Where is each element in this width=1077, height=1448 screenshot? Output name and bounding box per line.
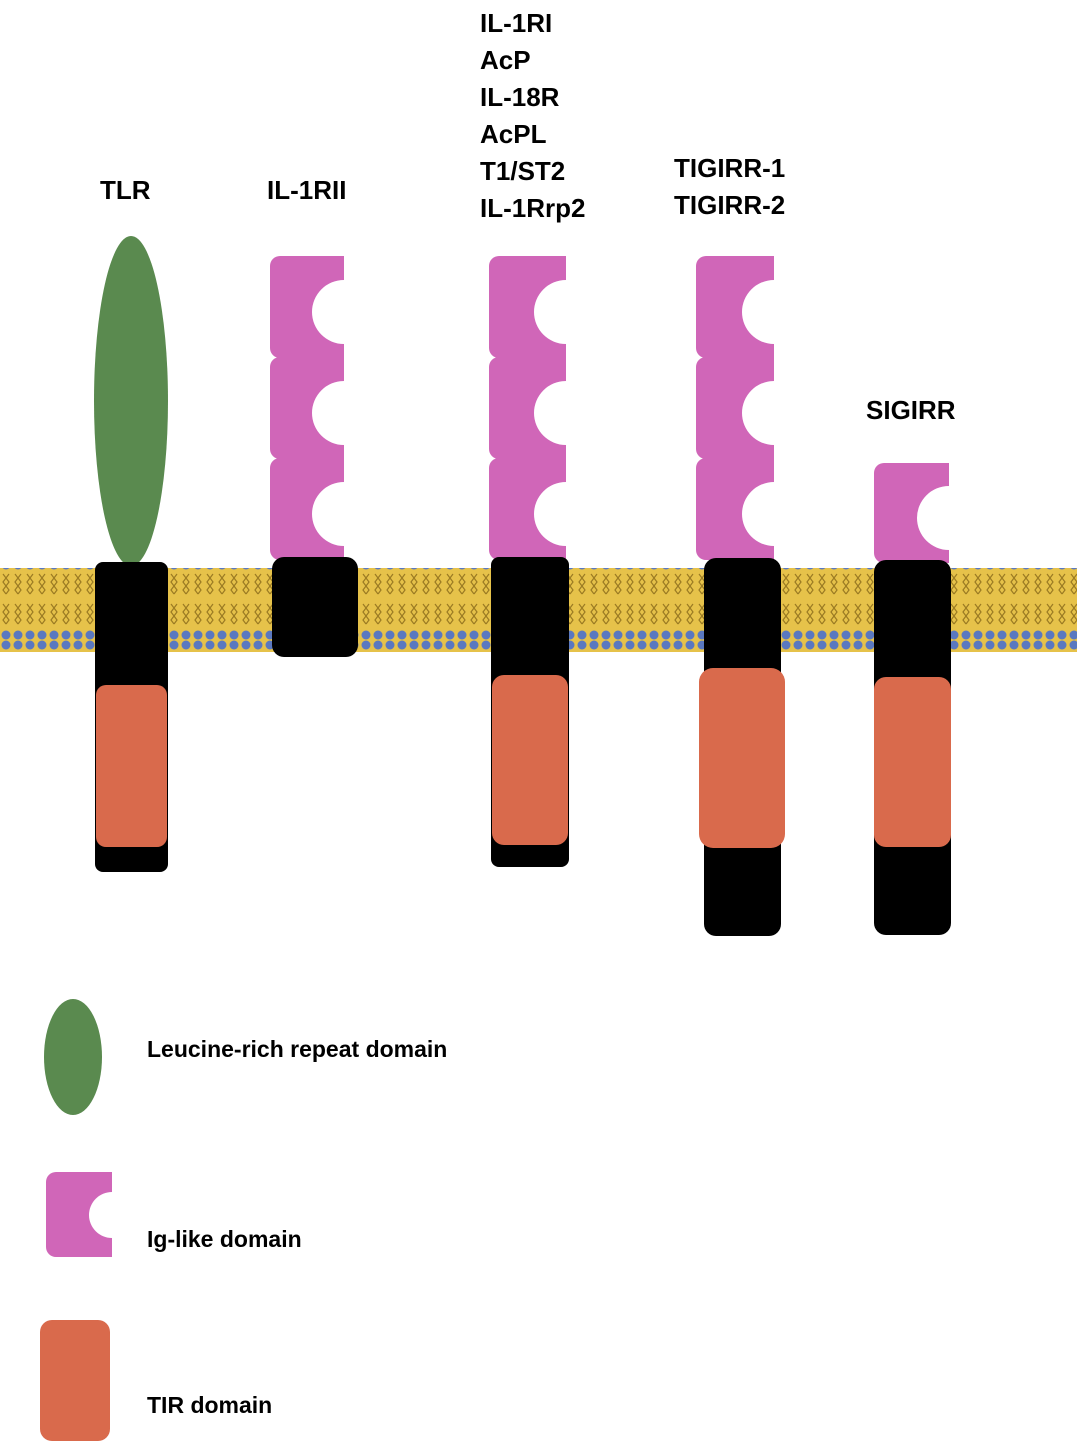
receptor-name: AcP	[480, 42, 585, 79]
ig-like-domain	[489, 256, 566, 358]
receptor-tlr	[94, 236, 168, 872]
ig-like-domain	[696, 357, 774, 459]
receptor-il1ri-group	[489, 256, 569, 867]
ig-like-domain	[696, 256, 774, 358]
receptor-il1rii	[270, 256, 358, 657]
receptor-name: IL-1Rrp2	[480, 190, 585, 227]
label-tlr: TLR	[100, 172, 151, 209]
receptor-name: TIGIRR-1	[674, 150, 785, 187]
tir-domain-icon	[40, 1320, 110, 1441]
receptor-name: TLR	[100, 172, 151, 209]
leucine-rich-repeat-domain	[94, 236, 168, 566]
ig-like-domain	[874, 463, 949, 563]
ig-like-domain	[270, 256, 344, 358]
ig-like-domain	[270, 357, 344, 459]
legend-label-lrr: Leucine-rich repeat domain	[147, 1036, 447, 1063]
receptor-name: T1/ST2	[480, 153, 585, 190]
legend-label-ig: Ig-like domain	[147, 1226, 302, 1253]
receptor-sigirr	[874, 463, 951, 935]
leucine-rich-repeat-icon	[44, 999, 102, 1115]
ig-like-domain	[270, 458, 344, 560]
ig-like-icon	[46, 1172, 112, 1257]
ig-like-domain	[696, 458, 774, 560]
legend-label-tir: TIR domain	[147, 1392, 272, 1419]
receptor-name: AcPL	[480, 116, 585, 153]
label-tigirr: TIGIRR-1 TIGIRR-2	[674, 150, 785, 224]
receptor-name: IL-1RII	[267, 172, 346, 209]
label-sigirr: SIGIRR	[866, 392, 956, 429]
receptor-name: SIGIRR	[866, 392, 956, 429]
label-il1rii: IL-1RII	[267, 172, 346, 209]
receptor-name: IL-1RI	[480, 5, 585, 42]
receptor-name: TIGIRR-2	[674, 187, 785, 224]
ig-like-domain	[489, 458, 566, 560]
label-il1ri-group: IL-1RI AcP IL-18R AcPL T1/ST2 IL-1Rrp2	[480, 5, 585, 227]
tir-domain	[96, 685, 167, 847]
ig-like-domain	[489, 357, 566, 459]
tir-domain	[492, 675, 568, 845]
tir-domain	[699, 668, 785, 848]
receptor-name: IL-18R	[480, 79, 585, 116]
tir-domain	[874, 677, 951, 847]
transmembrane-segment	[272, 557, 358, 657]
receptor-tigirr	[696, 256, 785, 936]
legend-symbols	[40, 999, 112, 1441]
